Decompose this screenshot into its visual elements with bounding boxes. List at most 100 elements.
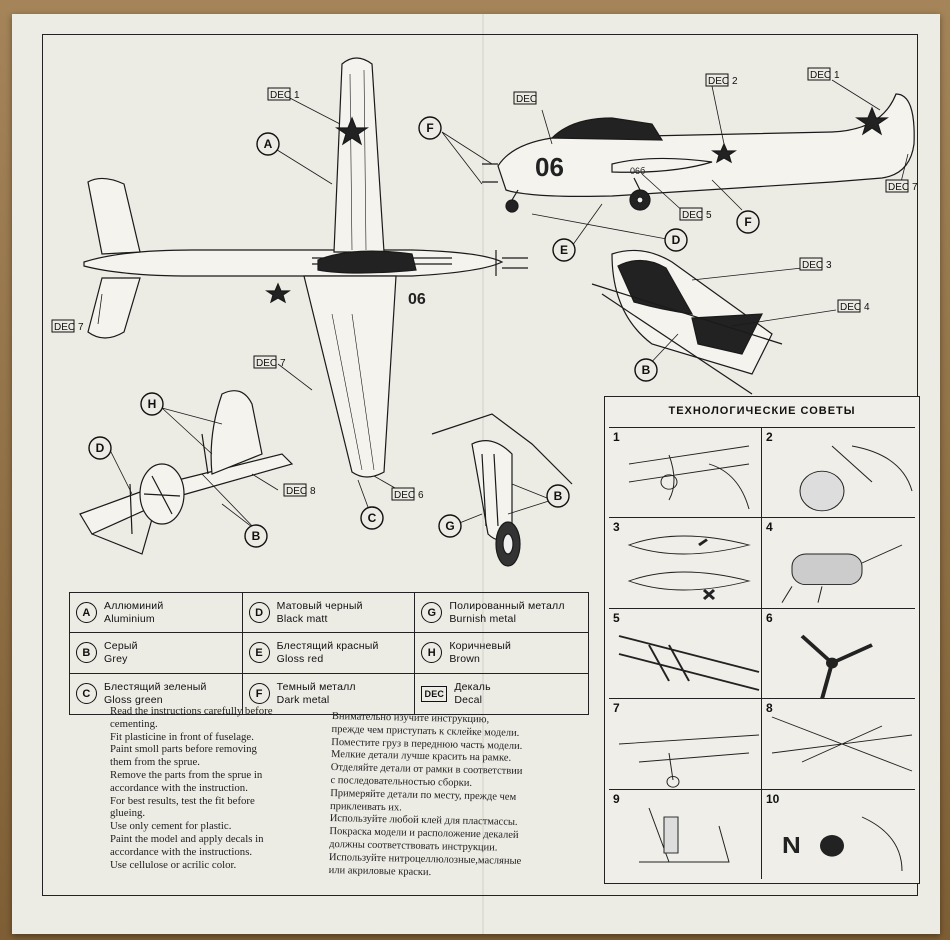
callout-b-gear: B <box>546 484 570 508</box>
svg-text:06: 06 <box>408 291 426 308</box>
callout-b-cockpit: B <box>634 358 658 382</box>
paint-code-badge: B <box>76 642 97 664</box>
callout-f-left: F <box>418 116 442 140</box>
tip-step-number: 3 <box>613 520 620 535</box>
tip-step-7: 7 <box>609 698 762 789</box>
svg-text:B: B <box>554 489 563 503</box>
tip-step-5: 5 <box>609 607 762 699</box>
svg-text:DEC: DEC <box>54 322 75 333</box>
tips-title: ТЕХНОЛОГИЧЕСКИЕ СОВЕТЫ <box>668 405 856 417</box>
svg-text:4: 4 <box>864 302 870 313</box>
dec-side: DEC <box>513 91 537 105</box>
paint-name-en: Burnish metal <box>449 612 517 625</box>
svg-text:DEC: DEC <box>810 70 831 81</box>
svg-text:8: 8 <box>310 486 316 497</box>
paint-name-ru: Матовый черный <box>276 599 363 612</box>
svg-text:G: G <box>445 519 454 533</box>
paint-code-badge: DEC <box>421 685 448 702</box>
paint-code-badge: C <box>76 683 97 705</box>
seat-assembly <box>79 390 294 555</box>
tip-illustration <box>799 445 913 512</box>
svg-text:B: B <box>252 529 261 543</box>
tip-step-6: 6 <box>762 607 915 699</box>
instruction-line: Use cellulose or acrilic color. <box>110 858 237 871</box>
tip-step-number: 6 <box>766 610 773 625</box>
leader-lines <box>97 79 909 531</box>
svg-text:DEC: DEC <box>682 210 703 221</box>
tip-step-2: 2 <box>762 427 915 517</box>
paint-code-badge: A <box>76 602 97 624</box>
svg-text:H: H <box>148 397 157 411</box>
svg-text:DEC: DEC <box>270 90 291 101</box>
svg-text:DEC: DEC <box>802 260 823 271</box>
svg-text:2: 2 <box>732 76 738 87</box>
svg-text:F: F <box>426 121 433 135</box>
svg-text:DEC: DEC <box>394 490 415 501</box>
paint-name-en: Dark metal <box>276 693 330 706</box>
callout-f-right: F <box>736 210 760 234</box>
tip-step-number: 4 <box>766 520 773 535</box>
tip-step-number: 8 <box>766 701 773 716</box>
instruction-line: glueing. <box>110 807 146 820</box>
tip-step-1: 1 <box>609 427 762 518</box>
tip-step-number: 1 <box>613 430 620 444</box>
paint-name-ru: Полированный металл <box>449 599 565 612</box>
tip-illustration <box>639 807 730 863</box>
tip-illustration <box>627 536 751 601</box>
paint-name-ru: Серый <box>104 639 138 652</box>
paint-code-badge: G <box>421 602 443 624</box>
paint-name-ru: Блестящий зеленый <box>104 680 207 693</box>
svg-text:B: B <box>642 363 651 377</box>
paint-name-en: Aluminium <box>104 612 155 625</box>
instruction-line: Remove the parts from the sprue in <box>110 768 263 781</box>
paint-code-badge: D <box>248 602 270 624</box>
tip-step-4: 4 <box>762 517 915 607</box>
svg-text:7: 7 <box>280 358 286 369</box>
tip-illustration: N <box>782 816 903 871</box>
side-view-aircraft: 06 06б <box>482 93 915 213</box>
paint-name-ru: Коричневый <box>449 639 512 652</box>
cockpit-detail <box>591 249 783 395</box>
instructions-russian: Внимательно изучите инструкцию,прежде че… <box>329 711 582 883</box>
tip-step-number: 10 <box>766 791 780 806</box>
instruction-sheet: 06 06 06б <box>12 14 940 934</box>
instruction-line: accordance with the instructions. <box>110 845 253 858</box>
paint-name-ru: Декаль <box>454 680 491 693</box>
svg-text:DEC: DEC <box>516 94 537 105</box>
svg-text:D: D <box>672 233 681 247</box>
tip-illustration <box>628 445 750 510</box>
svg-text:7: 7 <box>78 322 84 333</box>
svg-text:F: F <box>744 215 751 229</box>
tip-illustration <box>618 734 760 788</box>
tip-illustration <box>781 544 903 604</box>
instruction-line: For best results, test the fit before <box>110 794 255 807</box>
callout-d-seat: D <box>88 436 112 460</box>
instruction-line: Use only cement for plastic. <box>110 820 232 833</box>
svg-text:D: D <box>96 441 105 455</box>
paint-name-ru: Темный металл <box>276 680 356 693</box>
paint-code-badge: H <box>421 642 443 664</box>
paint-name-en: Grey <box>104 652 128 665</box>
instruction-line: Read the instructions carefully before <box>110 705 273 717</box>
callout-b-seat: B <box>244 524 268 548</box>
callout-h: H <box>140 392 164 416</box>
svg-text:06: 06 <box>535 152 564 182</box>
svg-text:7: 7 <box>912 182 918 193</box>
tip-illustration <box>618 634 760 691</box>
top-view-aircraft: 06 <box>83 57 528 478</box>
